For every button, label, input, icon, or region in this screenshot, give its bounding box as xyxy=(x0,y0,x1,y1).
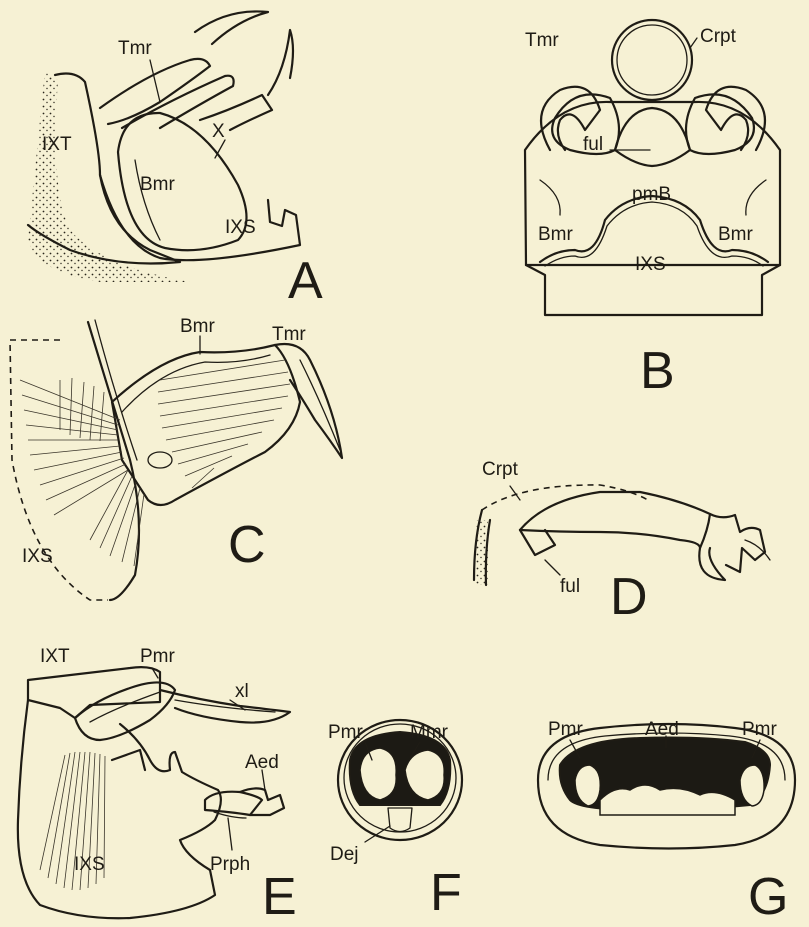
figure-d-label-crpt: Crpt xyxy=(482,459,519,480)
figure-e-label-ixt: IXT xyxy=(40,646,70,667)
figure-a-label-ixs: IXS xyxy=(225,217,256,238)
figure-g-label-pmr-right: Pmr xyxy=(742,719,778,740)
figure-c-letter: C xyxy=(228,516,266,574)
figure-g: Pmr Aed Pmr G xyxy=(538,719,795,926)
figure-g-label-pmr-left: Pmr xyxy=(548,719,584,740)
figure-e-pmr-inner xyxy=(90,692,160,722)
figure-d-leader-ful xyxy=(545,560,560,575)
figure-b-crpt-outer xyxy=(612,20,692,100)
figure-e-label-aed: Aed xyxy=(245,752,279,773)
figure-b-leader-crpt xyxy=(690,38,697,48)
figure-e-ixs-plate xyxy=(18,700,221,918)
figure-a-label-x: X xyxy=(212,121,225,142)
figure-e-step xyxy=(112,750,145,770)
figure-a-letter: A xyxy=(288,252,323,310)
figure-e-letter: E xyxy=(262,868,297,926)
figure-b-label-bmr-right: Bmr xyxy=(718,224,754,245)
figure-e: IXT Pmr xl Aed IXS Prph E xyxy=(18,646,297,926)
figure-e-xl-2 xyxy=(175,700,275,712)
figure-d-letter: D xyxy=(610,568,648,626)
figure-e-label-xl: xl xyxy=(235,681,249,702)
figure-f-label-pmr: Pmr xyxy=(328,722,364,743)
figure-a-ixs-plate xyxy=(100,175,300,260)
figure-f: Pmr Mmr Dej F xyxy=(328,720,462,922)
figure-e-prph xyxy=(205,792,262,815)
figure-b-label-bmr-left: Bmr xyxy=(538,224,574,245)
figure-c: Bmr Tmr IXS C xyxy=(10,316,342,600)
figure-c-bmr-node xyxy=(148,452,172,468)
figure-b-label-tmr: Tmr xyxy=(525,30,559,51)
figure-c-ixs-plate-2 xyxy=(95,320,137,460)
figure-b-bmr-right-arc xyxy=(746,180,766,215)
figure-e-label-pmr: Pmr xyxy=(140,646,176,667)
figure-f-letter: F xyxy=(430,864,462,922)
figure-b-tmr-right xyxy=(706,87,765,150)
figure-f-label-mmr: Mmr xyxy=(410,722,449,743)
figure-e-xl xyxy=(160,690,290,723)
figure-b-label-crpt: Crpt xyxy=(700,26,737,47)
figure-e-label-prph: Prph xyxy=(210,854,250,875)
figure-d: Crpt ful D xyxy=(474,459,770,626)
figure-d-crpt-body xyxy=(520,492,725,580)
figure-d-left-stalk-fill xyxy=(476,520,488,585)
figure-c-label-bmr: Bmr xyxy=(180,316,216,337)
figure-c-label-ixs: IXS xyxy=(22,546,53,567)
figure-e-label-ixs: IXS xyxy=(74,854,105,875)
figure-e-leader-aed xyxy=(262,770,265,790)
figure-f-dej-duct xyxy=(388,808,412,832)
figure-b-label-ixs: IXS xyxy=(635,254,666,275)
figure-a-label-tmr: Tmr xyxy=(118,38,152,59)
figure-d-label-ful: ful xyxy=(560,576,580,597)
figure-d-leader-crpt xyxy=(510,486,520,500)
figure-a-label-ixt: IXT xyxy=(42,134,72,155)
figure-g-letter: G xyxy=(748,868,788,926)
figure-c-bmr xyxy=(112,345,300,505)
figure-g-label-aed: Aed xyxy=(645,719,679,740)
figure-e-ixt-plate xyxy=(28,667,160,718)
figure-b: Tmr Crpt ful pmB Bmr Bmr IXS B xyxy=(525,20,780,400)
figure-c-label-tmr: Tmr xyxy=(272,324,306,345)
figure-a: Tmr IXT X Bmr IXS A xyxy=(28,11,323,310)
figure-d-tip xyxy=(710,514,765,572)
figure-f-label-dej: Dej xyxy=(330,844,359,865)
figure-d-crpt-dashed xyxy=(482,485,648,510)
figure-e-leader-prph xyxy=(228,818,232,850)
figure-b-label-ful: ful xyxy=(583,134,603,155)
figure-a-leader-tmr xyxy=(150,60,160,102)
figure-b-bmr-left-arc xyxy=(540,180,560,215)
figure-a-label-bmr: Bmr xyxy=(140,174,176,195)
figure-b-crpt-inner xyxy=(617,25,687,95)
figure-a-top-spine xyxy=(268,30,293,95)
figure-b-ful-center xyxy=(615,108,690,166)
figure-d-ful xyxy=(520,530,555,555)
figure-b-letter: B xyxy=(640,342,675,400)
figure-c-bmr-inner xyxy=(122,355,270,412)
figure-a-top-curl xyxy=(195,11,268,44)
figure-b-label-pmb: pmB xyxy=(632,184,671,205)
figure-a-x-process xyxy=(200,95,272,130)
